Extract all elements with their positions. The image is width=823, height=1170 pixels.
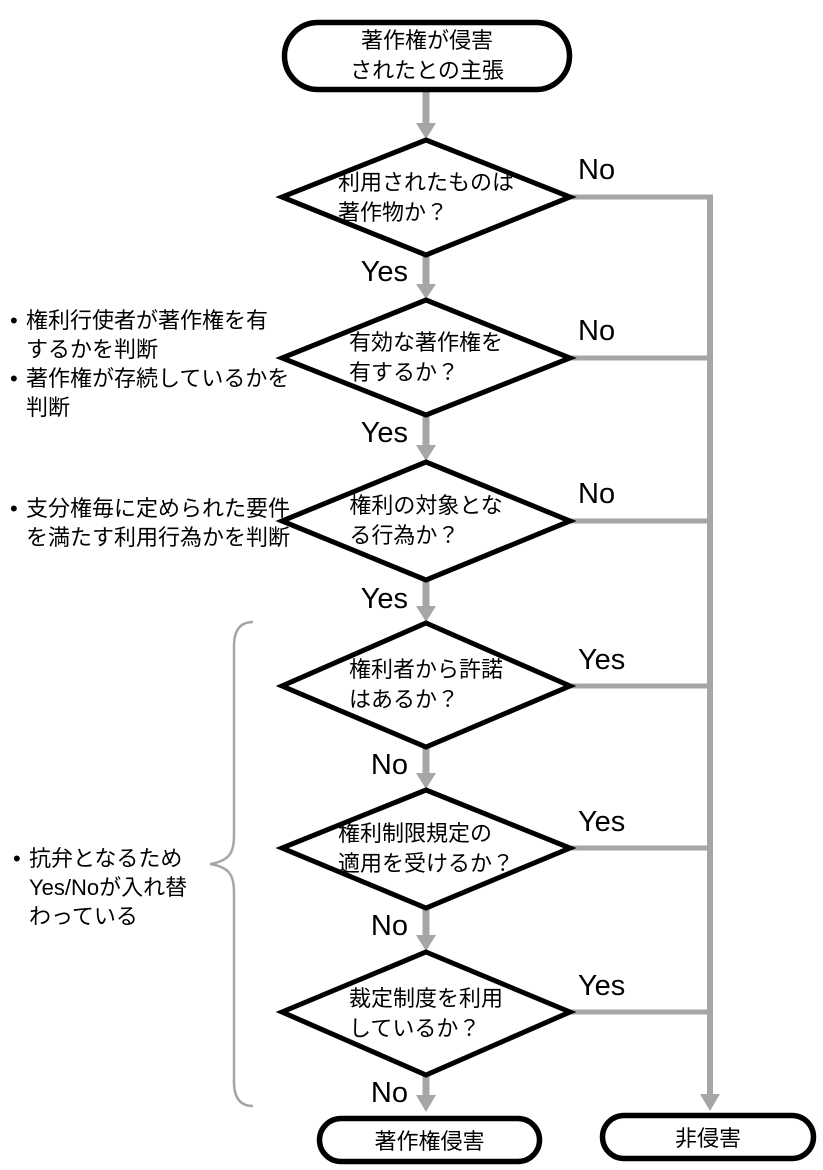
branch-label-down-5: No [370, 910, 408, 942]
decision-node-1-label: 利用されたものは 著作物か？ [337, 169, 514, 225]
decision-node-5-label: 権利制限規定の 適用を受けるか？ [337, 821, 514, 876]
annotation-line: Yes/Noが入れ替 [13, 873, 213, 902]
decision-node-3-label: 権利の対象とな る行為か？ [349, 493, 503, 548]
start-node: 著作権が侵害 されたとの主張 [284, 22, 570, 89]
arrowhead-to-d2 [416, 284, 436, 299]
arrowhead-to-d3 [416, 445, 436, 461]
decision-node-4: 権利者から許諾 はあるか？ [282, 623, 570, 747]
decision-node-2: 有効な著作権を 有するか？ [282, 300, 570, 415]
bullet-glyph: • [10, 308, 18, 333]
decision-node-5: 権利制限規定の 適用を受けるか？ [282, 790, 570, 908]
arrowhead-to-d6 [416, 935, 436, 951]
decision-node-1: 利用されたものは 著作物か？ [282, 140, 570, 255]
branch-label-down-3: Yes [360, 583, 408, 615]
arrowheads [416, 123, 720, 1112]
bullet-glyph [13, 902, 29, 931]
end-terminator-infringement-shape [316, 1115, 543, 1165]
arrowhead-to-d1 [416, 123, 436, 139]
bullet-glyph: • [10, 496, 18, 521]
arrowhead-to-non-infringement [700, 1094, 720, 1111]
bullet-glyph [10, 393, 26, 422]
annotation-line: • 支分権毎に定められた要件 [10, 496, 291, 521]
branch-label-right-2: No [578, 315, 616, 347]
branch-label-right-4: Yes [578, 644, 626, 676]
end-node-infringement-label: 著作権侵害 [374, 1128, 485, 1154]
nodes [275, 19, 817, 1165]
annotation-line: • 著作権が存続しているかを [10, 366, 290, 391]
branch-label-right-1: No [578, 154, 616, 186]
end-node-non-infringement: 非侵害 [602, 1115, 814, 1158]
decision-node-3: 権利の対象とな る行為か？ [282, 462, 570, 580]
arrowhead-to-infringement [416, 1095, 436, 1112]
decision-diamond-4 [275, 620, 577, 750]
start-terminator-shape [281, 19, 573, 93]
arrowhead-to-d4 [416, 606, 436, 622]
branch-label-down-6: No [370, 1077, 408, 1109]
decision-node-2-label: 有効な著作権を 有するか？ [348, 329, 503, 385]
decision-node-6-label: 裁定制度を利用 しているか？ [348, 985, 503, 1041]
branch-label-down-1: Yes [360, 256, 408, 288]
annotation-defences: • 抗弁となるため Yes/Noが入れ替 わっている [13, 844, 213, 931]
decision-node-6: 裁定制度を利用 しているか？ [282, 952, 570, 1075]
end-node-infringement: 著作権侵害 [319, 1118, 540, 1161]
decision-diamond-3 [275, 459, 577, 583]
branch-label-down-2: Yes [360, 417, 408, 449]
decision-diamond-6 [275, 949, 577, 1078]
annotation-line: • 権利行使者が著作権を有 [10, 308, 269, 333]
bullet-glyph [13, 873, 29, 902]
start-node-label: 著作権が侵害 されたとの主張 [350, 27, 504, 83]
annotation-line: 判断 [10, 393, 290, 422]
decision-diamond-2 [275, 297, 577, 418]
decision-diamond-1 [275, 137, 577, 258]
branch-label-right-5: Yes [578, 806, 626, 838]
connector-lines [422, 91, 713, 1096]
bullet-glyph [10, 335, 26, 364]
annotation-covered-act: • 支分権毎に定められた要件 を満たす利用行為かを判断 [10, 494, 290, 552]
end-terminator-non-infringement-shape [599, 1112, 817, 1162]
branch-label-right-6: Yes [578, 970, 626, 1002]
arrowhead-to-d5 [416, 773, 436, 789]
decision-diamond-5 [275, 787, 577, 911]
annotation-line: わっている [13, 902, 213, 931]
branch-label-down-4: No [370, 749, 408, 781]
bullet-glyph: • [10, 366, 18, 391]
bullet-glyph [10, 523, 26, 552]
annotation-line: を満たす利用行為かを判断 [10, 523, 290, 552]
end-node-non-infringement-label: 非侵害 [674, 1125, 741, 1151]
annotation-valid-copyright: • 権利行使者が著作権を有 するかを判断 • 著作権が存続しているかを 判断 [10, 306, 290, 422]
annotation-line: するかを判断 [10, 335, 290, 364]
annotation-line: • 抗弁となるため [13, 846, 183, 871]
branch-label-right-3: No [578, 478, 616, 510]
decision-node-4-label: 権利者から許諾 はあるか？ [348, 657, 503, 712]
grouping-brace [209, 620, 254, 1108]
bullet-glyph: • [13, 846, 21, 871]
